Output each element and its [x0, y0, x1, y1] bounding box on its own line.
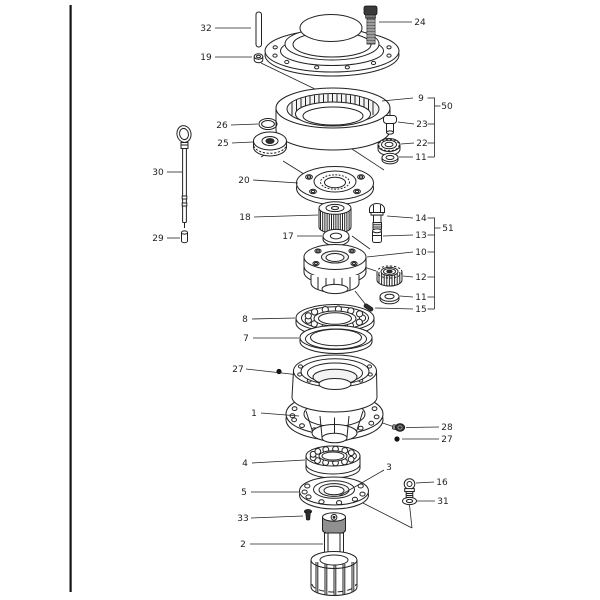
part-number-label: 28	[441, 423, 453, 433]
leader-line	[386, 215, 414, 219]
planet-carrier-10	[303, 244, 367, 295]
leader-line	[374, 307, 414, 310]
leader-line	[366, 251, 414, 258]
leader-line	[252, 179, 299, 184]
part-number-label: 22	[416, 139, 427, 149]
collar-19	[253, 53, 264, 64]
plug-23	[383, 115, 397, 135]
top-cover	[264, 14, 400, 77]
part-number-label: 25	[217, 139, 228, 149]
pin-32	[255, 11, 262, 48]
part-number-label: 12	[415, 273, 426, 283]
leader-line	[381, 97, 414, 102]
dipstick-30	[176, 125, 192, 228]
part-number-label: 1	[251, 409, 257, 419]
washer-11-upper	[381, 152, 399, 165]
part-number-label: 7	[243, 334, 249, 344]
snap-ring-26	[258, 118, 278, 130]
part-number-label: 19	[200, 53, 212, 63]
part-number-label: 8	[242, 315, 248, 325]
roller-bearing-4	[305, 445, 361, 479]
thrust-washer-17	[322, 228, 350, 247]
plug-13	[372, 228, 382, 243]
leader-line	[415, 481, 435, 484]
part-number-label: 11	[415, 153, 426, 163]
assembly-guide-line	[409, 504, 413, 529]
part-number-label: 29	[152, 234, 164, 244]
plug-dot	[276, 368, 282, 375]
bolt-28	[391, 423, 406, 432]
bolt-33	[303, 509, 312, 521]
retainer-flange-5	[299, 476, 369, 510]
leader-line	[245, 368, 296, 375]
part-number-label: 30	[152, 168, 164, 178]
pin-15	[363, 303, 374, 312]
washer-31	[402, 496, 417, 506]
leader-line	[260, 412, 300, 417]
part-number-label: 4	[242, 459, 248, 469]
leader-line	[251, 317, 296, 320]
part-number-label: 14	[415, 214, 427, 224]
leader-line	[402, 275, 414, 278]
part-number-label: 18	[239, 213, 251, 223]
washer-11-lower	[379, 291, 400, 305]
leader-line	[338, 469, 385, 497]
leader-line	[397, 121, 415, 125]
assembly-guide-line	[354, 290, 367, 306]
part-number-label: 13	[415, 231, 426, 241]
part-number-label: 23	[416, 120, 427, 130]
leader-line	[250, 515, 304, 519]
seal-ring-7	[299, 325, 373, 354]
page-edge-line	[69, 5, 72, 592]
part-number-label: 24	[414, 18, 426, 28]
part-number-label: 27	[232, 365, 243, 375]
plug-dot	[394, 436, 400, 442]
assembly-guide-line	[356, 499, 413, 529]
leader-line	[400, 142, 415, 145]
leader-line	[405, 426, 440, 428]
part-number-label: 32	[200, 24, 211, 34]
part-number-label: 15	[415, 305, 426, 315]
part-number-label: 10	[415, 248, 427, 258]
part-number-label: 17	[282, 232, 293, 242]
part-number-label: 5	[241, 488, 247, 498]
tube-29	[181, 230, 188, 244]
mounting-bolt-24	[363, 5, 378, 45]
part-number-label: 33	[237, 514, 248, 524]
part-number-label: 2	[240, 540, 246, 550]
sun-gear-25	[253, 131, 287, 157]
part-number-label: 27	[441, 435, 452, 445]
leader-line	[230, 123, 259, 126]
leader-line	[231, 141, 254, 144]
part-number-label: 20	[238, 176, 250, 186]
group-number-label: 50	[441, 102, 453, 112]
assembly-guide-line	[351, 148, 385, 171]
planet-gear-12	[376, 265, 403, 287]
housing-1	[285, 354, 384, 444]
ring-gear-9	[275, 87, 391, 151]
part-number-label: 9	[418, 94, 424, 104]
leader-line	[382, 234, 414, 237]
drive-shaft-2	[310, 512, 358, 596]
assembly-guide-line	[351, 235, 371, 250]
leader-line	[251, 459, 306, 464]
part-number-label: 31	[437, 497, 448, 507]
part-number-label: 11	[415, 293, 426, 303]
group-number-label: 51	[442, 224, 453, 234]
part-number-label: 26	[216, 121, 228, 131]
leader-line	[399, 295, 414, 298]
gear-nut-22	[377, 138, 401, 156]
carrier-flange-20	[296, 166, 374, 205]
bolt-16	[403, 478, 416, 498]
part-number-label: 3	[386, 463, 392, 473]
leader-line	[253, 214, 319, 218]
part-number-label: 16	[436, 478, 448, 488]
callout-layer: 3219249232211262520302918171413101211158…	[152, 18, 453, 550]
splined-coupling-18	[318, 201, 352, 234]
bolt-14	[369, 203, 385, 230]
